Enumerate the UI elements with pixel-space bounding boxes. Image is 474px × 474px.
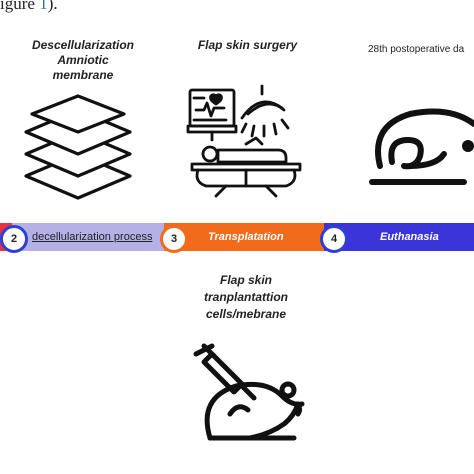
step-4-marker: 4 bbox=[320, 225, 348, 253]
caption-text: igure bbox=[0, 0, 40, 13]
transplant-heading-line2: tranplantattion bbox=[204, 290, 288, 304]
postoperative-heading: 28th postoperative da bbox=[368, 44, 465, 55]
timeline-segment-decellularization bbox=[12, 223, 164, 251]
step-2-label: decellularization process bbox=[32, 231, 153, 243]
rat-icon bbox=[369, 108, 474, 185]
figure-caption: igure 1). bbox=[0, 0, 58, 14]
transplant-heading-line3: cells/mebrane bbox=[205, 307, 287, 321]
stacked-layers-icon bbox=[24, 94, 132, 200]
timeline-segment-euthanasia bbox=[324, 223, 474, 251]
surgery-table-icon bbox=[186, 84, 302, 198]
transplantation-heading: Flap skin tranplantattion cells/mebrane bbox=[176, 272, 316, 323]
decell-heading-line3: membrane bbox=[52, 68, 114, 82]
step-2-marker: 2 bbox=[0, 225, 28, 253]
decell-heading-line1: Descellularization bbox=[31, 38, 135, 52]
figure-reference-link[interactable]: 1 bbox=[39, 0, 48, 13]
timeline-segment-transplantation bbox=[164, 223, 324, 251]
step-4-label: Euthanasia bbox=[380, 231, 439, 243]
step-3-marker: 3 bbox=[160, 225, 188, 253]
flap-surgery-heading: Flap skin surgery bbox=[197, 38, 298, 52]
decell-heading-line2: Amniotic bbox=[57, 53, 109, 67]
caption-suffix: ). bbox=[47, 0, 58, 13]
syringe-rat-icon bbox=[193, 343, 305, 441]
decellularization-heading: Descellularization Amniotic membrane bbox=[8, 38, 158, 83]
step-3-label: Transplatation bbox=[208, 231, 284, 243]
transplant-heading-line1: Flap skin bbox=[219, 273, 272, 287]
